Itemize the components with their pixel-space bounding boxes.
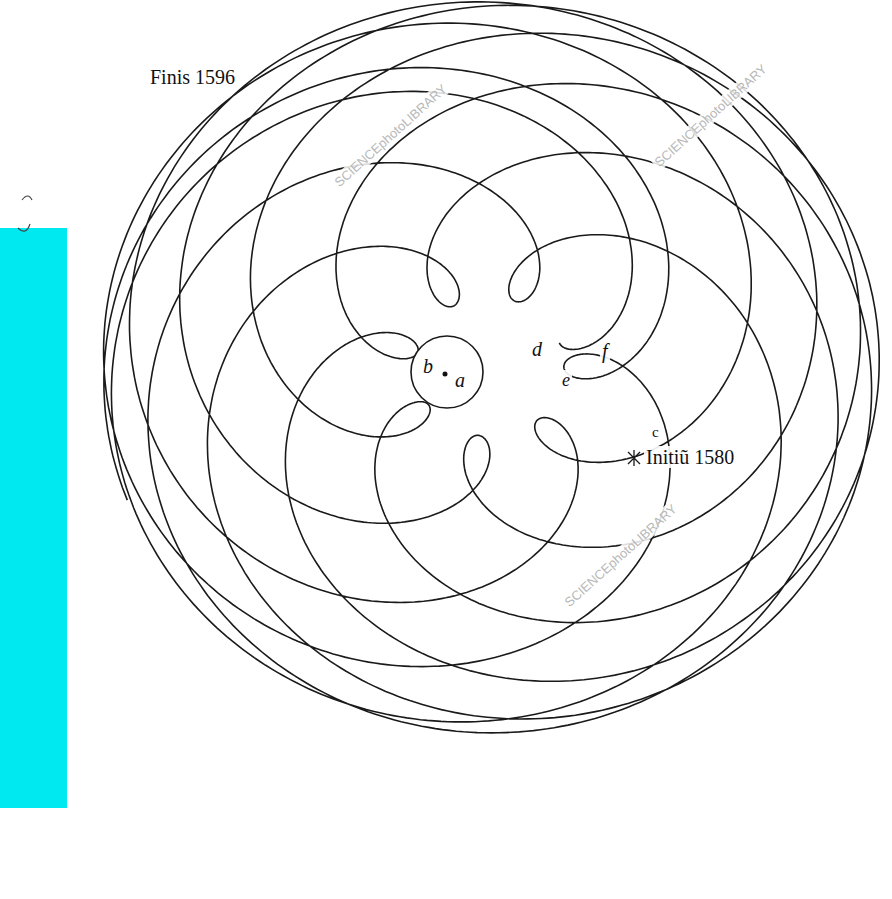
margin-marks bbox=[18, 196, 32, 231]
sun-orbit-circle: ba bbox=[409, 334, 485, 410]
point-letter: f bbox=[600, 340, 610, 362]
cyan-bar bbox=[0, 228, 67, 808]
point-letter: e bbox=[560, 370, 572, 390]
point-letter: b bbox=[423, 356, 433, 376]
mars-path bbox=[104, 2, 880, 733]
circle-outline bbox=[409, 334, 485, 410]
end-date: Finis 1596 bbox=[148, 66, 237, 88]
watermark: SCIENCEphotoLIBRARY bbox=[560, 500, 681, 611]
point-letter: d bbox=[530, 338, 544, 360]
watermark: SCIENCEphotoLIBRARY bbox=[330, 80, 451, 191]
start-asterisk bbox=[628, 450, 640, 466]
point-letter: a bbox=[455, 370, 465, 390]
point-letter: c bbox=[650, 424, 661, 441]
start-date: Initiũ 1580 bbox=[644, 446, 736, 468]
